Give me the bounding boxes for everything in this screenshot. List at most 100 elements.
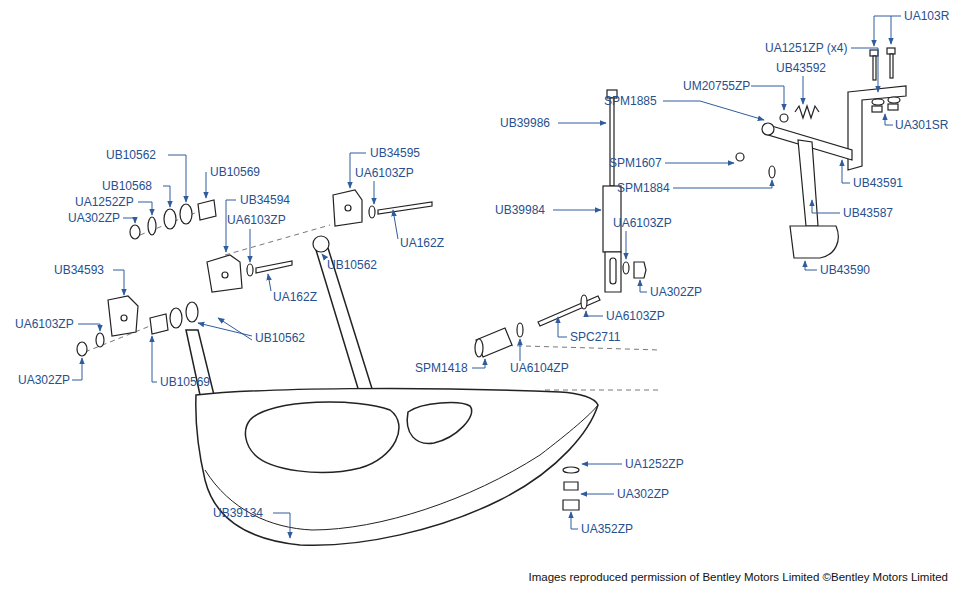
clevis-rod [475, 339, 483, 357]
bush-mount [77, 342, 87, 356]
leader-line [168, 155, 186, 202]
axis-line [85, 205, 660, 390]
part-number: UA162Z [400, 236, 444, 250]
part-number: UB43590 [820, 263, 870, 277]
pedal-assembly [780, 114, 788, 122]
part-number: UB34594 [240, 193, 290, 207]
pedal-assembly [873, 56, 876, 80]
part-number: UA6103ZP [227, 213, 286, 227]
part-number: UB10562 [106, 148, 156, 162]
leader-line [553, 210, 601, 211]
bush-mount [180, 204, 192, 224]
bush-mount [130, 225, 140, 239]
leader-line [72, 358, 82, 380]
part-number: UA302ZP [68, 211, 120, 225]
part-number: UB34593 [54, 263, 104, 277]
pedal-assembly [890, 54, 893, 78]
leader-line [78, 324, 100, 331]
leader-line [273, 513, 290, 538]
clevis-rod [475, 90, 646, 510]
leader-line [163, 186, 170, 207]
part-number: UA103R [904, 9, 949, 23]
leader-line [885, 114, 893, 125]
leader-line [673, 180, 772, 188]
leader-line [393, 210, 398, 239]
part-number: SPM1884 [617, 181, 670, 195]
leader-line [558, 123, 606, 124]
leader-line [123, 218, 135, 223]
bush-mount [170, 308, 182, 328]
part-number: UA301SR [895, 118, 948, 132]
bush-mount [198, 200, 216, 220]
part-number: UB10568 [102, 179, 152, 193]
part-number: UB34595 [370, 146, 420, 160]
leader-line [206, 172, 207, 198]
leader-line [663, 101, 764, 120]
part-number: SPM1607 [609, 156, 662, 170]
bush-mount [77, 296, 198, 356]
pedal-assembly [769, 166, 775, 178]
bush-mount [207, 255, 242, 292]
pedal-assembly [872, 99, 884, 105]
part-number: UA6104ZP [510, 361, 569, 375]
bush-mount [108, 296, 138, 336]
part-number: UA302ZP [617, 487, 669, 501]
leader-line [198, 323, 252, 336]
leader-line [520, 339, 521, 361]
leader-line [586, 311, 603, 316]
pedal-assembly [888, 97, 900, 103]
clevis-rod [476, 328, 512, 357]
clevis-rod [563, 467, 579, 473]
bush-mount [148, 217, 156, 235]
leader-line [152, 336, 157, 382]
bush-mount [345, 205, 351, 211]
leader-line [72, 16, 901, 538]
part-number: UB43587 [843, 206, 893, 220]
leader-line [250, 229, 251, 262]
part-number: UA6103ZP [613, 216, 672, 230]
part-number: UB39134 [213, 506, 263, 520]
part-number: UA162Z [273, 290, 317, 304]
leader-line [803, 76, 804, 104]
part-number: UB10569 [160, 375, 210, 389]
pedal-assembly [872, 106, 882, 112]
leader-line [571, 512, 578, 529]
leader-line [751, 86, 784, 110]
part-number: SPC2711 [570, 330, 620, 344]
leader-line [558, 317, 567, 337]
bush-mount [333, 190, 362, 226]
leader-line [113, 270, 124, 295]
leader-line [581, 494, 614, 495]
bush-mount [130, 190, 432, 292]
pedal-assembly [795, 106, 819, 118]
bush-mount [186, 302, 198, 322]
clevis-rod [610, 98, 614, 186]
axis-line [490, 345, 660, 350]
part-number: UA1251ZP (x4) [765, 41, 847, 55]
clevis-rod [563, 500, 579, 510]
leader-line [218, 318, 252, 340]
part-number: UA6103ZP [15, 317, 74, 331]
leader-line [268, 274, 271, 291]
clevis-rod [564, 482, 578, 490]
leader-line [640, 280, 647, 292]
bush-mount [313, 236, 329, 252]
leader-line [874, 16, 901, 46]
part-number: UB39986 [500, 116, 550, 130]
leader-line [626, 231, 627, 259]
bush-mount [121, 315, 127, 321]
part-number: UA352ZP [581, 522, 633, 536]
pedal-shroud [196, 388, 598, 545]
axis-line [545, 390, 660, 391]
clevis-rod [538, 296, 600, 326]
pedal-shroud [245, 402, 399, 472]
pedal-assembly [736, 48, 906, 258]
clevis-rod [634, 262, 646, 278]
clevis-rod [517, 323, 523, 337]
part-number: UB10562 [255, 331, 305, 345]
pedal-shroud [407, 403, 471, 444]
bush-mount [96, 333, 104, 347]
bush-mount [247, 264, 253, 276]
leader-line [582, 464, 622, 465]
pedal-assembly [870, 50, 878, 56]
